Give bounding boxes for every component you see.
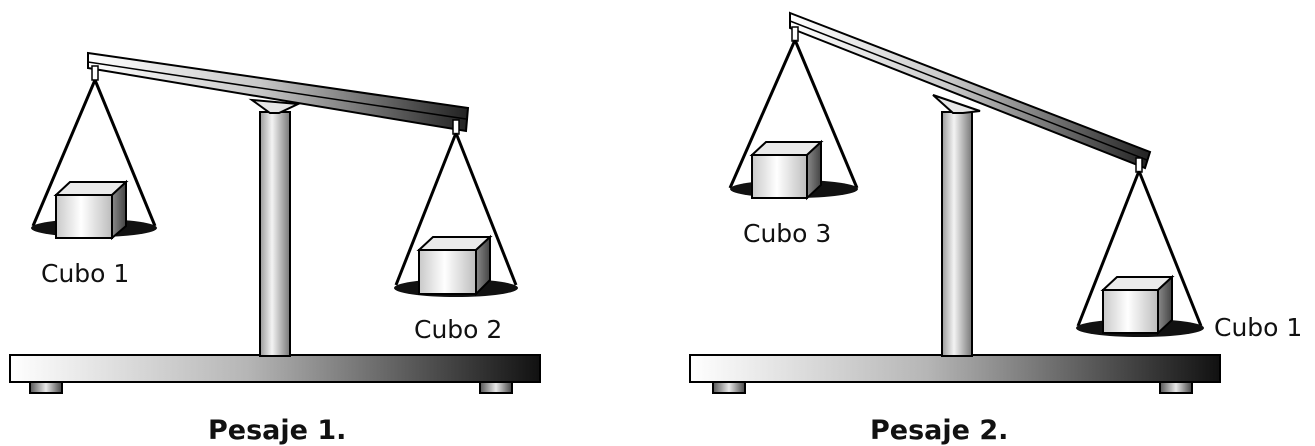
scale-post [259, 111, 291, 357]
cube-1-right [1100, 274, 1175, 336]
scale-pesaje-2: Cubo 3 Cubo 1 Pesaje 2. [689, 11, 1302, 446]
scale-pivot [248, 98, 302, 114]
cube-3-left [749, 139, 824, 201]
cube-1-left [53, 179, 129, 241]
scale-beam [87, 51, 470, 133]
scale-foot-left [712, 381, 746, 394]
right-pan: Cubo 2 [394, 119, 518, 344]
left-pan: Cubo 3 [728, 26, 859, 248]
scale-base [689, 354, 1221, 383]
scale-base [9, 354, 541, 383]
scale-foot-right [479, 381, 513, 394]
cube-label-right: Cubo 2 [414, 315, 502, 344]
left-pan: Cubo 1 [31, 65, 157, 288]
scale-post [941, 111, 973, 357]
cube-label-left: Cubo 3 [743, 219, 831, 248]
scale-foot-right [1159, 381, 1193, 394]
scale-pivot [932, 94, 981, 114]
scale-pesaje-1: Cubo 1 Cubo 2 Pesaje 1. [9, 51, 541, 446]
scale-title: Pesaje 1. [208, 415, 346, 446]
scale-foot-left [29, 381, 63, 394]
right-pan: Cubo 1 [1076, 157, 1302, 342]
cube-label-right: Cubo 1 [1214, 313, 1302, 342]
cube-2-right [416, 234, 493, 297]
scale-title: Pesaje 2. [870, 415, 1008, 446]
cube-label-left: Cubo 1 [41, 259, 129, 288]
